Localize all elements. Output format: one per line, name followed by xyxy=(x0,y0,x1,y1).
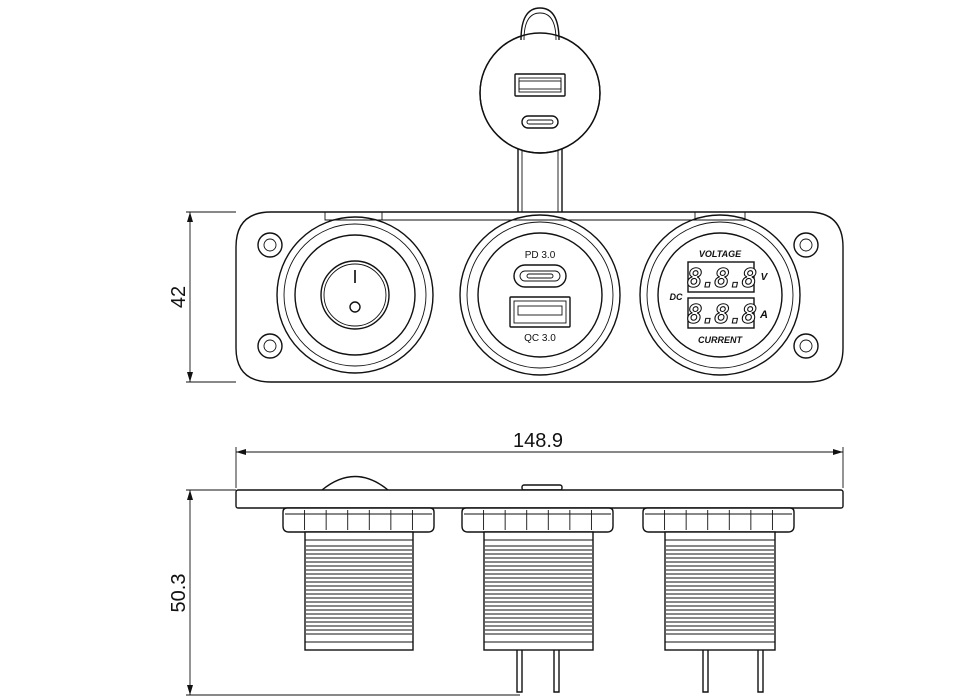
front-height-dimension: 42 xyxy=(168,211,236,383)
dust-cap xyxy=(479,7,601,225)
switch-off-symbol xyxy=(349,301,361,313)
front-view: I PD 3.0 QC 3.0 VOL xyxy=(168,7,844,383)
usb-c-port xyxy=(513,264,567,288)
panel-plate-side xyxy=(235,489,844,509)
mount-hole-top-right xyxy=(793,232,819,258)
width-value: 148.9 xyxy=(513,430,563,452)
current-label: CURRENT xyxy=(698,335,744,345)
qc-label: QC 3.0 xyxy=(524,333,556,344)
usb-housing xyxy=(461,507,614,693)
front-height-value: 42 xyxy=(168,286,190,308)
pd-label: PD 3.0 xyxy=(525,250,556,261)
current-digits: 8.8.8 xyxy=(687,300,757,330)
switch-on-symbol: I xyxy=(352,267,357,287)
voltage-digits: 8.8.8 xyxy=(687,264,757,294)
side-height-dimension: 50.3 xyxy=(168,489,520,696)
current-unit: A xyxy=(759,309,768,321)
usb-charger: PD 3.0 QC 3.0 xyxy=(459,214,621,376)
switch-housing xyxy=(282,507,435,651)
usb-a-port xyxy=(509,296,571,328)
side-view: 148.9 50.3 xyxy=(168,430,844,696)
voltage-unit: V xyxy=(761,272,769,283)
mount-hole-bottom-right xyxy=(793,333,819,359)
mount-hole-top-left xyxy=(257,232,283,258)
voltage-label: VOLTAGE xyxy=(699,249,742,259)
dc-label: DC xyxy=(670,292,683,302)
width-dimension: 148.9 xyxy=(235,430,844,488)
side-height-value: 50.3 xyxy=(168,574,190,613)
rocker-switch: I xyxy=(276,216,434,374)
volt-amp-meter: VOLTAGE DC 8.8.8 8.8.8 V A CURRENT xyxy=(639,214,801,376)
meter-housing xyxy=(642,507,795,693)
mount-hole-bottom-left xyxy=(257,333,283,359)
